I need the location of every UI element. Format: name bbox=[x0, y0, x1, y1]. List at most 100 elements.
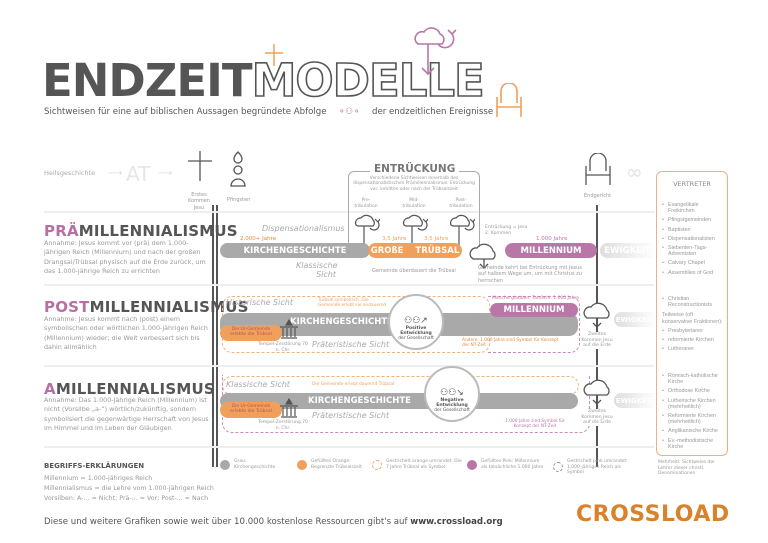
legend-orange: Gefülltes Orange: Begrenzte Trübsalszeit bbox=[297, 459, 367, 470]
footer-desc: Diese und weitere Grafiken sowie weit üb… bbox=[44, 517, 408, 527]
jesu-kommen-label: Entrückung = Jesu 2. Kommen bbox=[485, 225, 528, 236]
klassisch-label: Klassische Sicht bbox=[226, 380, 290, 389]
millennium-bar: MILLENNIUM bbox=[505, 243, 597, 258]
amill-accent: A bbox=[44, 380, 56, 398]
throne-icon bbox=[584, 152, 612, 189]
pink-dashed-dot bbox=[553, 462, 563, 473]
vertreter-item: Assemblies of God bbox=[662, 270, 724, 276]
pre-title: PRÄMILLENNIALISMUS bbox=[44, 222, 238, 240]
amill-rest: MILLENNIALISMUS bbox=[55, 380, 215, 398]
first-coming-line bbox=[216, 205, 218, 467]
zweites-kommen-label: Zweites Kommen Jesu auf die Erde bbox=[580, 409, 614, 427]
begriff-line: Vorsilben: A-... = Nicht; Prä-... = Vor;… bbox=[44, 495, 209, 502]
years-label: 2.000+ Jahre bbox=[240, 236, 277, 242]
post-trib-label: Post-tribulation bbox=[449, 198, 473, 209]
vertreter-pre-list: Evangelikale FreikirchenPfingstgemeinden… bbox=[662, 202, 724, 279]
years-label: 3,5 Jahre bbox=[424, 236, 449, 242]
pfingsten-label: Pfingsten bbox=[227, 197, 251, 203]
footer-text: Diese und weitere Grafiken sowie weit üb… bbox=[44, 517, 503, 527]
vertreter-item: Ev.-methodistische Kirche bbox=[662, 438, 724, 450]
begriff-line: Millennium = 1.000-jähriges Reich bbox=[44, 475, 153, 482]
urgemeinde-bar: Die Ur-Gemeinde erlebte die Trübsal bbox=[220, 402, 282, 418]
kirchengeschichte-bar: KIRCHENGESCHICHTE bbox=[220, 393, 578, 409]
gray-dot bbox=[220, 459, 230, 470]
vertreter-item: Presbyterianer bbox=[662, 328, 724, 334]
historisch-note: Trübsal symbolisch. Die Gemeinde erlebt … bbox=[318, 298, 387, 309]
pink-dot bbox=[467, 459, 477, 470]
first-coming-line bbox=[212, 205, 214, 467]
divider bbox=[44, 284, 654, 286]
ewigkeit-bar: EWIGKEIT bbox=[614, 312, 656, 327]
millennium-bar: MILLENNIUM bbox=[490, 303, 578, 317]
tempel-label: Tempel-Zerstörung 70 n. Chr. bbox=[258, 342, 308, 353]
divider bbox=[44, 365, 654, 367]
vertreter-item: Siebenten-Tags-Adventisten bbox=[662, 245, 724, 257]
kg-label: KIRCHENGESCHICHTE bbox=[308, 396, 411, 406]
orange-dashed-dot bbox=[372, 459, 382, 470]
pre-desc: Annahme: Jesus kommt vor (prä) dem 1.000… bbox=[44, 239, 206, 275]
vertreter-item: Pfingstgemeinden bbox=[662, 217, 724, 223]
infinity-icon: ∞ bbox=[626, 160, 643, 184]
legend-text: Gestrichelt pink umrandet: 1.000-jährige… bbox=[567, 459, 628, 476]
legend-pink-dashed: Gestrichelt pink umrandet: 1.000-jährige… bbox=[553, 459, 639, 476]
praeter-label: Präteristische Sicht bbox=[312, 340, 390, 349]
legend-text: Grau: Kirchengeschichte bbox=[234, 459, 276, 470]
temple-icon bbox=[279, 318, 299, 344]
urgemeinde-bar: Die Ur-Gemeinde erlebte die Trübsal bbox=[220, 325, 282, 341]
vertreter-item: Baptisten bbox=[662, 227, 724, 233]
circle-label: Entwicklung bbox=[400, 331, 432, 336]
historisch-label: Historische Sicht bbox=[226, 298, 293, 307]
begriffe-title: BEGRIFFS-ERKLÄRUNGEN bbox=[44, 462, 145, 470]
post-title: POSTMILLENNIALISMUS bbox=[44, 298, 249, 316]
cloud-rapture-icon bbox=[408, 22, 463, 77]
legend-text: Gefülltes Orange: Begrenzte Trübsalszeit bbox=[311, 459, 362, 470]
vertreter-item: Reformierte Kirchen (mehrheitlich) bbox=[662, 413, 724, 425]
vertreter-item: Christian Reconstructionists bbox=[662, 296, 724, 308]
divider bbox=[44, 446, 654, 448]
people-icon: ⚬⚇⚬ bbox=[338, 107, 361, 117]
arrow-icon: ⟶ bbox=[108, 168, 123, 179]
vertreter-item: Orthodoxe Kirche bbox=[662, 388, 724, 394]
subtitle: Sichtweisen für eine auf biblischen Auss… bbox=[44, 107, 493, 117]
cloud-second-coming-icon bbox=[581, 375, 613, 409]
tempel-label: Tempel-Zerstörung 70 n. Chr. bbox=[258, 420, 308, 431]
dispens-label: Dispensationalismus bbox=[262, 224, 345, 233]
amill-title: AMILLENNIALISMUS bbox=[44, 380, 215, 398]
pentecost-icon bbox=[229, 150, 247, 192]
post-accent: POST bbox=[44, 298, 90, 316]
vertreter-item: Lutherische Kirchen (mehrheitlich) bbox=[662, 398, 724, 410]
symbol-label: 1.000 Jahre sind Symbol für Konzept der … bbox=[505, 419, 565, 429]
society-down-icon: ⚇⚇↘ bbox=[440, 388, 464, 398]
title-outline: MODELLE bbox=[251, 54, 486, 107]
crossload-logo: CROSSLOAD bbox=[576, 502, 730, 527]
divider bbox=[44, 211, 654, 213]
temple-icon bbox=[279, 397, 299, 423]
vertreter-post2-list: Presbyterianerreformierte KirchenLuthera… bbox=[662, 328, 724, 353]
kirchengeschichte-bar: KIRCHENGESCHICHTE bbox=[220, 243, 370, 258]
manche-label: Manche glauben: Tatsächl. 1.000 Jahre bbox=[492, 296, 579, 301]
page-title: ENDZEITMODELLE bbox=[42, 57, 486, 104]
legend-gray: Grau: Kirchengeschichte bbox=[220, 459, 284, 470]
kg-label: KIRCHENGESCHICHTE bbox=[290, 317, 393, 327]
ewigkeit-bar: EWIGKEIT bbox=[600, 243, 655, 258]
crossload-link[interactable]: www.crossload.org bbox=[410, 517, 503, 527]
symbolic-millennium-box bbox=[488, 296, 580, 353]
circle-label: Positive bbox=[405, 326, 427, 331]
years-label: 3,5 Jahre bbox=[382, 236, 407, 242]
mid-trib-label: Mid-tribulation bbox=[402, 198, 426, 209]
post-desc: Annahme: Jesus kommt nach (post) einem s… bbox=[44, 315, 208, 351]
society-up-icon: ⚇⚇↗ bbox=[404, 316, 428, 326]
throne-orange-icon bbox=[495, 82, 523, 117]
vertreter-item: Lutheraner bbox=[662, 346, 724, 352]
vertreter-box: VERTRETER Evangelikale FreikirchenPfings… bbox=[656, 171, 728, 456]
grosse-label: GROßE bbox=[370, 245, 404, 256]
orange-dot bbox=[297, 459, 307, 470]
klassisch-label: Klassische Sicht bbox=[296, 261, 338, 279]
vertreter-item: Evangelikale Freikirchen bbox=[662, 202, 724, 214]
subtitle-left: Sichtweisen für eine auf biblischen Auss… bbox=[44, 107, 327, 117]
andere-label: Andere: 1.000 Jahre sind Symbol für Konz… bbox=[462, 338, 559, 349]
ewigkeit-bar: EWIGKEIT bbox=[614, 393, 656, 408]
legend-orange-dashed: Gestrichelt orange umrandet: Die 7 Jahre… bbox=[372, 459, 462, 470]
circle-label: Entwicklung bbox=[436, 403, 468, 408]
